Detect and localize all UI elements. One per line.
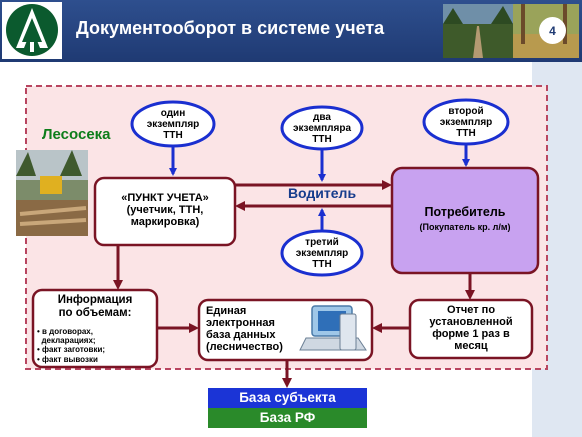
box-consumer: [390, 166, 540, 275]
forest-logo-icon: [2, 2, 62, 59]
rf-database-bar: База РФ: [208, 408, 367, 428]
driver-label: Водитель: [287, 185, 357, 201]
list-item: • в договорах,: [37, 327, 93, 336]
page-number-badge: 4: [539, 17, 566, 44]
logging-site-photo: [16, 150, 88, 236]
list-item: • факт заготовки;: [37, 345, 106, 355]
consumer-title: Потребитель: [424, 205, 506, 219]
lesoseka-label: Лесосека: [42, 126, 111, 143]
page-title: Документооборот в системе учета: [76, 18, 385, 38]
computer-server-icon: [299, 305, 367, 351]
box-accounting-point: [93, 176, 237, 247]
accounting-point-text: «ПУНКТ УЧЕТА»(учетчик, ТТН,маркировка): [121, 192, 209, 229]
header-photo-road: [443, 4, 513, 58]
consumer-subtitle: (Покупатель кр. л/м): [419, 222, 511, 232]
list-item: • факт вывозки: [37, 354, 98, 364]
volume-info-list: • в договорах, декларациях; • факт загот…: [37, 327, 105, 364]
list-item: декларациях;: [37, 336, 96, 346]
subject-database-bar: База субъекта: [208, 388, 367, 408]
header-bar: Документооборот в системе учета 4: [0, 0, 582, 62]
